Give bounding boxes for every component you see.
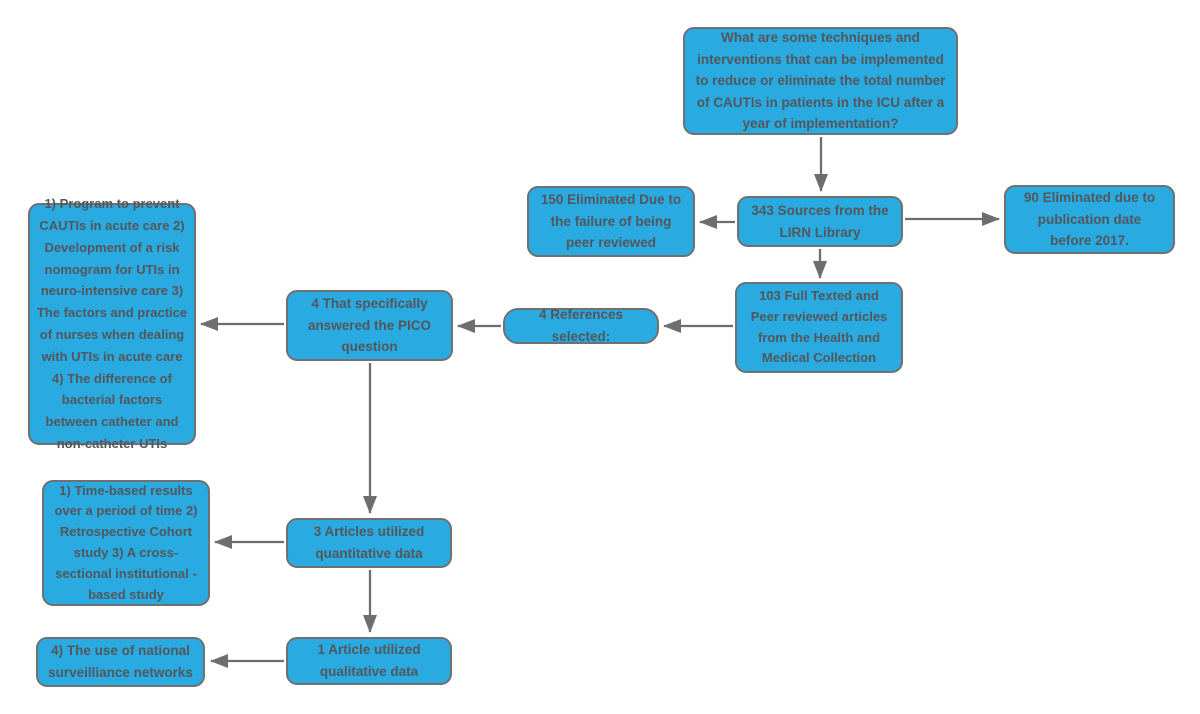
- node-qualitative-list: 4) The use of national surveilliance net…: [36, 637, 205, 687]
- node-quantitative-articles: 3 Articles utilized quantitative data: [286, 518, 452, 568]
- node-references-selected: 4 References selected:: [503, 307, 659, 344]
- node-eliminated-150: 150 Eliminated Due to the failure of bei…: [527, 186, 695, 257]
- node-answered-pico: 4 That specifically answered the PICO qu…: [286, 290, 453, 361]
- node-qualitative-article: 1 Article utilized qualitative data: [286, 637, 452, 685]
- node-full-text-103: 103 Full Texted and Peer reviewed articl…: [735, 282, 903, 373]
- node-quantitative-list: 1) Time-based results over a period of t…: [42, 480, 210, 606]
- node-selected-articles-list: 1) Program to prevent CAUTIs in acute ca…: [28, 196, 196, 451]
- node-eliminated-90: 90 Eliminated due to publication date be…: [1004, 185, 1175, 254]
- node-sources-343: 343 Sources from the LIRN Library: [737, 196, 903, 247]
- node-research-question: What are some techniques and interventio…: [683, 27, 958, 135]
